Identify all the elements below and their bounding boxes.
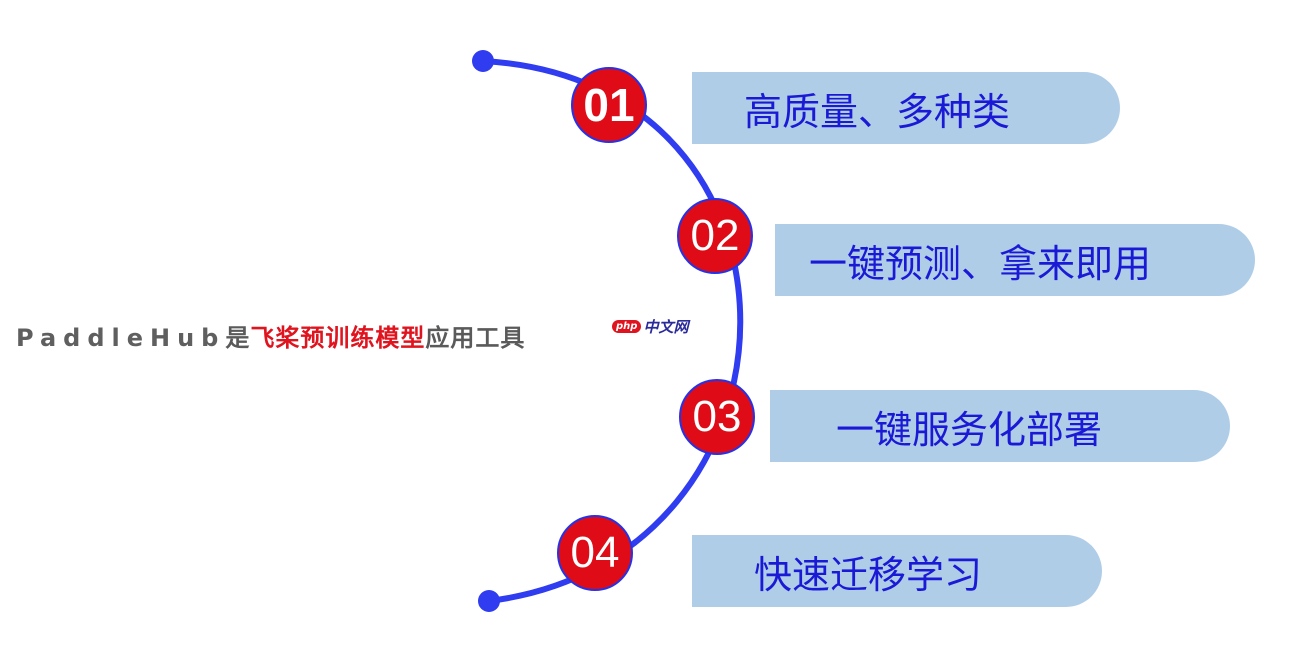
feature-pill-3: 一键服务化部署 [770, 390, 1230, 462]
feature-pill-2: 一键预测、拿来即用 [775, 224, 1255, 296]
number-badge-2: 02 [677, 198, 753, 274]
feature-label-2: 一键预测、拿来即用 [809, 241, 1152, 286]
feature-label-3: 一键服务化部署 [836, 407, 1103, 452]
watermark: php 中文网 [612, 316, 688, 337]
watermark-text: 中文网 [643, 318, 689, 336]
title-suffix: 应用工具 [425, 324, 526, 352]
feature-label-4: 快速迁移学习 [754, 552, 983, 597]
main-title: PaddleHub是飞桨预训练模型应用工具 [16, 318, 525, 353]
feature-label-1: 高质量、多种类 [744, 89, 1011, 134]
number-badge-3: 03 [679, 379, 755, 455]
feature-pill-4: 快速迁移学习 [692, 535, 1102, 607]
arc-end-dot [478, 590, 500, 612]
badge-number-3: 03 [692, 392, 742, 441]
number-badge-4: 04 [557, 515, 633, 591]
badge-number-4: 04 [570, 528, 620, 577]
number-badge-1: 01 [571, 67, 647, 143]
badge-number-1: 01 [583, 79, 635, 131]
watermark-logo: php [612, 320, 642, 333]
arc-start-dot [472, 50, 494, 72]
title-brand: PaddleHub [16, 324, 226, 352]
title-connector: 是 [225, 324, 251, 352]
title-highlight: 飞桨预训练模型 [250, 324, 426, 352]
feature-pill-1: 高质量、多种类 [692, 72, 1120, 144]
badge-number-2: 02 [690, 211, 740, 260]
